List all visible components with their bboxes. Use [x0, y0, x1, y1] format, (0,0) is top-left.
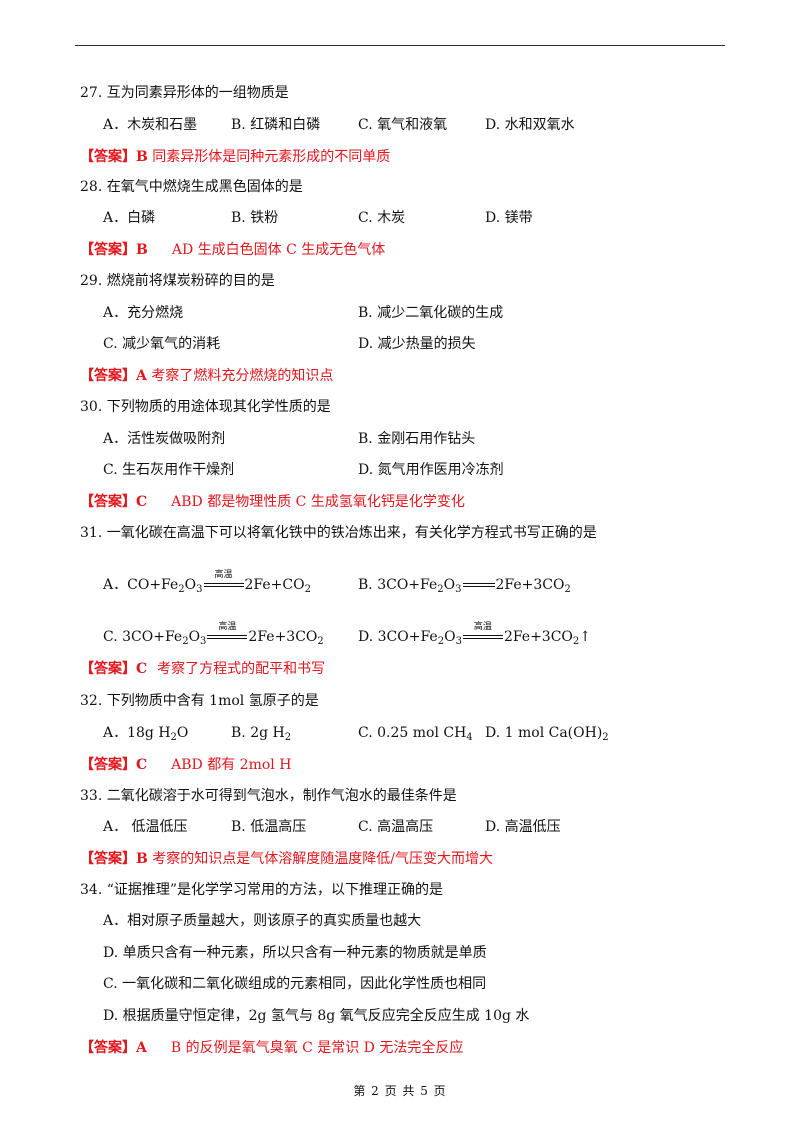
q33-option-c: C. 高温高压 — [358, 819, 434, 835]
answer-label: 【答案】C — [80, 661, 148, 677]
question-32: 32. 下列物质中含有 1mol 氢原子的是 — [80, 693, 319, 709]
q30-answer: 【答案】C ABD 都是物理性质 C 生成氢氧化钙是化学变化 — [80, 493, 465, 511]
reaction-condition: 高温 — [473, 622, 492, 632]
answer-text: 考察了燃料充分燃烧的知识点 — [151, 368, 334, 384]
answer-label: 【答案】B — [80, 149, 148, 165]
q33-option-a: A． 低温低压 — [103, 819, 188, 835]
reaction-arrow: 高温 — [207, 622, 248, 643]
question-27: 27. 互为同素异形体的一组物质是 — [80, 85, 289, 101]
question-33: 33. 二氧化碳溶于水可得到气泡水，制作气泡水的最佳条件是 — [80, 788, 457, 804]
answer-label: 【答案】B — [80, 851, 148, 867]
subscript: 2 — [602, 732, 609, 743]
q32-option-d: D. 1 mol Ca(OH)2 — [485, 724, 609, 744]
q33-option-d: D. 高温低压 — [485, 819, 561, 835]
option-letter: D. — [358, 629, 374, 645]
answer-label: 【答案】B — [80, 242, 148, 258]
answer-text: B 的反例是氧气臭氧 C 是常识 D 无法完全反应 — [170, 1040, 464, 1056]
q33-option-b: B. 低温高压 — [231, 819, 307, 835]
q28-option-a: A．白磷 — [103, 210, 156, 226]
q30-option-a: A．活性炭做吸附剂 — [103, 431, 226, 447]
q34-option-d: D. 根据质量守恒定律，2g 氢气与 8g 氧气反应完全反应生成 10g 水 — [103, 1008, 530, 1024]
q30-option-b: B. 金刚石用作钻头 — [358, 431, 476, 447]
option-text: A．18g H — [103, 725, 171, 741]
option-letter: B. — [358, 577, 373, 593]
option-text: C. 0.25 mol CH — [358, 725, 467, 741]
q27-answer: 【答案】B 同素异形体是同种元素形成的不同单质 — [80, 148, 390, 166]
answer-label: 【答案】A — [80, 1040, 147, 1056]
answer-text: 考察了方程式的配平和书写 — [157, 661, 326, 677]
q29-option-d: D. 减少热量的损失 — [358, 336, 476, 352]
q27-option-c: C. 氧气和液氧 — [358, 117, 448, 133]
subscript: 2 — [284, 732, 292, 743]
q27-option-d: D. 水和双氧水 — [485, 117, 575, 133]
reaction-condition: 高温 — [218, 622, 237, 632]
q28-option-c: C. 木炭 — [358, 210, 406, 226]
answer-text: ABD 都有 2mol H — [171, 757, 292, 773]
q34-option-c: C. 一氧化碳和二氧化碳组成的元素相同，因此化学性质也相同 — [103, 976, 487, 992]
q32-option-a: A．18g H2O — [103, 724, 188, 744]
q29-option-c: C. 减少氧气的消耗 — [103, 336, 221, 352]
option-text: D. 1 mol Ca(OH) — [485, 725, 603, 741]
q32-answer: 【答案】C ABD 都有 2mol H — [80, 756, 291, 774]
subscript: 2 — [170, 732, 177, 743]
option-letter: C. — [103, 629, 118, 645]
q28-option-b: B. 铁粉 — [231, 210, 279, 226]
q34-option-a: A．相对原子质量越大，则该原子的真实质量也越大 — [103, 913, 422, 929]
q29-option-b: B. 减少二氧化碳的生成 — [358, 305, 504, 321]
reaction-equals — [462, 579, 495, 591]
answer-label: 【答案】C — [80, 494, 148, 510]
question-34: 34. “证据推理”是化学学习常用的方法，以下推理正确的是 — [80, 882, 444, 898]
q27-option-a: A．木炭和石墨 — [103, 117, 198, 133]
option-letter: A． — [103, 577, 128, 593]
answer-label: 【答案】A — [80, 368, 147, 384]
q34-answer: 【答案】A B 的反例是氧气臭氧 C 是常识 D 无法完全反应 — [80, 1039, 463, 1057]
q30-option-d: D. 氮气用作医用冷冻剂 — [358, 462, 504, 478]
reaction-arrow: 高温 — [203, 570, 244, 591]
question-31: 31. 一氧化碳在高温下可以将氧化铁中的铁冶炼出来，有关化学方程式书写正确的是 — [80, 525, 597, 541]
q33-answer: 【答案】B 考察的知识点是气体溶解度随温度降低/气压变大而增大 — [80, 850, 493, 868]
q32-option-b: B. 2g H2 — [231, 724, 291, 744]
header-rule — [75, 45, 725, 46]
option-text: O — [176, 725, 189, 741]
answer-text: ABD 都是物理性质 C 生成氢氧化钙是化学变化 — [171, 494, 465, 510]
question-28: 28. 在氧气中燃烧生成黑色固体的是 — [80, 179, 303, 195]
page-footer: 第 2 页 共 5 页 — [353, 1084, 447, 1098]
q28-answer: 【答案】B AD 生成白色固体 C 生成无色气体 — [80, 241, 385, 259]
answer-label: 【答案】C — [80, 757, 148, 773]
q31-answer: 【答案】C 考察了方程式的配平和书写 — [80, 660, 325, 678]
option-text: B. 2g H — [231, 725, 285, 741]
reaction-arrow: 高温 — [462, 622, 503, 643]
question-29: 29. 燃烧前将煤炭粉碎的目的是 — [80, 273, 275, 289]
question-30: 30. 下列物质的用途体现其化学性质的是 — [80, 399, 331, 415]
answer-text: 考察的知识点是气体溶解度随温度降低/气压变大而增大 — [152, 851, 494, 867]
q27-option-b: B. 红磷和白磷 — [231, 117, 321, 133]
answer-text: AD 生成白色固体 C 生成无色气体 — [171, 242, 386, 258]
q34-option-b: D. 单质只含有一种元素，所以只含有一种元素的物质就是单质 — [103, 945, 487, 961]
q29-answer: 【答案】A 考察了燃料充分燃烧的知识点 — [80, 367, 333, 385]
q29-option-a: A．充分燃烧 — [103, 305, 184, 321]
q30-option-c: C. 生石灰用作干燥剂 — [103, 462, 235, 478]
answer-text: 同素异形体是同种元素形成的不同单质 — [152, 149, 391, 165]
reaction-condition: 高温 — [214, 570, 233, 580]
q28-option-d: D. 镁带 — [485, 210, 533, 226]
q32-option-c: C. 0.25 mol CH4 — [358, 724, 473, 744]
subscript: 4 — [466, 732, 473, 743]
